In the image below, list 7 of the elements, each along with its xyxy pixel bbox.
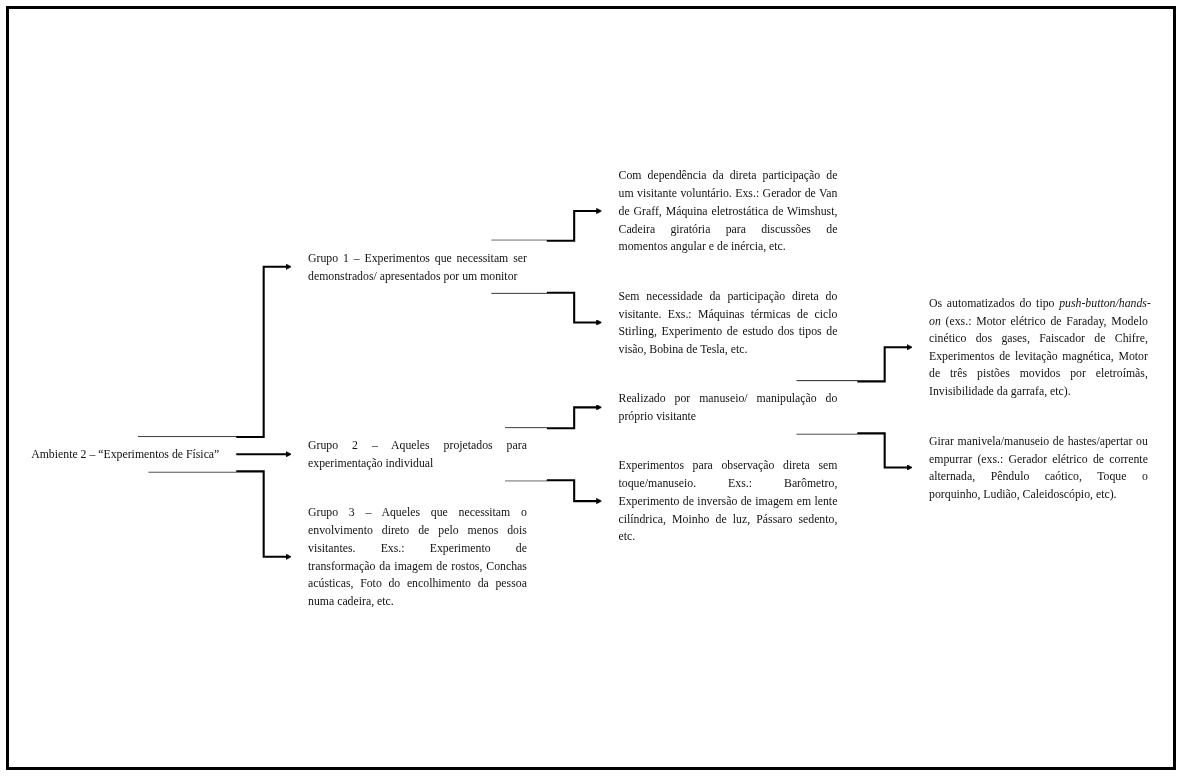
node-text: Girar manivela/manuseio de hastes/apertar ou empurrar (exs.: Gerador elétrico de corrente alternada, Pêndulo caótico, Toque o porquinho, Ludião, Caleidoscópio, etc). xyxy=(929,433,1148,501)
node-text: Os automatizados do tipo push-button/hands-on (exs.: Motor elétrico de Faraday, Modelo cinético dos gases, Faiscador de Chifre, Experimentos de levitação magnética, Motor de três pistões movidos por eletroímãs, Invisibilidade da garrafa, etc). xyxy=(929,295,1151,398)
node-text: Com dependência da direta participação de um visitante voluntário. Exs.: Gerador de Van de Graff, Máquina eletrostática de Wimshust, Cadeira giratória para discussões de momentos angular e de inércia, etc. xyxy=(618,168,838,253)
node-text: Sem necessidade da participação direta do visitante. Exs.: Máquinas térmicas de ciclo Stirling, Experimento de estudo dos tipos de visão, Bobina de Tesla, etc. xyxy=(618,288,838,356)
node-text: Grupo 3 – Aqueles que necessitam o envolvimento direto de pelo menos dois visitantes. Exs.: Experimento de transformação da imagem de rostos, Conchas acústicas, Foto do encolhimento da pessoa numa cadeira, etc. xyxy=(308,505,527,608)
arrow xyxy=(235,450,292,457)
node-text: Experimentos para observação direta sem toque/manuseio. Exs.: Barômetro, Experimento de inversão de imagem em lente cilíndrica, Moinho de luz, Pássaro sedento, etc. xyxy=(618,458,838,543)
